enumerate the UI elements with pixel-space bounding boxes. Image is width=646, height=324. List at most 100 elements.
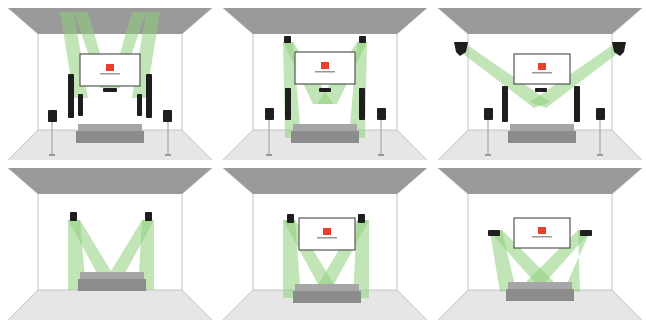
corner-edge <box>223 129 254 160</box>
sound-beam-right-down <box>317 220 369 286</box>
corner-edge <box>438 289 469 320</box>
brand-logo-icon <box>106 64 114 71</box>
corner-edge <box>396 129 427 160</box>
brand-logo-icon <box>538 227 546 234</box>
right-tower-speaker-icon <box>574 86 580 122</box>
sofa-icon <box>506 282 574 301</box>
ceiling <box>8 168 212 194</box>
sofa-seat <box>508 131 576 143</box>
screen-frame <box>513 217 571 249</box>
brand-logo-text <box>532 72 552 74</box>
sound-beam-right-floor <box>564 230 590 292</box>
left-surround-speaker-icon <box>265 108 274 120</box>
left-tower-speaker-icon <box>285 88 291 120</box>
sound-beam-right-floor <box>353 220 369 298</box>
left-tower-speaker-icon <box>68 74 74 118</box>
sound-beam-left-floor <box>490 230 516 292</box>
right-surround-speaker-icon <box>596 108 605 120</box>
room-illustration <box>438 168 642 320</box>
tv-screen <box>294 51 356 85</box>
corner-edge <box>611 8 642 35</box>
corner-edge <box>181 289 212 320</box>
corner-edge <box>181 129 212 160</box>
right-tower-speaker-icon <box>359 88 365 120</box>
corner-edge <box>8 129 39 160</box>
corner-edge <box>396 168 427 195</box>
sound-beam-right-down <box>102 220 154 286</box>
floor <box>223 130 427 160</box>
panel-1-upfiring-height-speakers <box>8 8 212 160</box>
sofa-back <box>510 124 574 132</box>
floor <box>438 130 642 160</box>
brand-logo-text <box>532 236 552 238</box>
right-wall-speaker-icon <box>580 230 592 236</box>
brand-logo-text <box>315 71 335 73</box>
floor <box>8 130 212 160</box>
corner-edge <box>223 289 254 320</box>
stand-base <box>378 154 384 156</box>
left-tower-speaker-icon <box>502 86 508 122</box>
ceiling <box>438 8 642 34</box>
right-front-speaker-icon <box>137 94 142 116</box>
sofa-back <box>293 124 357 132</box>
right-height-speaker-icon <box>145 212 152 221</box>
sofa-icon <box>293 284 361 303</box>
sofa-seat <box>76 131 144 143</box>
sofa-seat <box>78 279 146 291</box>
right-height-speaker-icon <box>359 36 366 43</box>
corner-edge <box>438 129 469 160</box>
sound-beam-left-floor <box>283 220 301 298</box>
corner-edge <box>438 8 469 35</box>
sofa-icon <box>508 124 576 143</box>
corner-edge <box>223 168 254 195</box>
left-height-speaker-icon <box>70 212 77 221</box>
corner-edge <box>8 289 39 320</box>
tv-screen <box>79 53 141 87</box>
sofa-back <box>295 284 359 292</box>
panel-2-front-height-speakers <box>223 8 427 160</box>
sofa-icon <box>291 124 359 143</box>
sofa-back <box>80 272 144 280</box>
right-surround-speaker-icon <box>377 108 386 120</box>
sofa-back <box>508 282 572 290</box>
panel-3-angled-corner-height-speakers <box>438 8 642 160</box>
left-front-speaker-icon <box>78 94 83 116</box>
center-speaker-icon <box>535 88 547 92</box>
right-surround-speaker-icon <box>163 110 172 122</box>
corner-edge <box>396 289 427 320</box>
stand-base <box>266 154 272 156</box>
corner-edge <box>181 168 212 195</box>
floor <box>8 290 212 320</box>
room-illustration <box>8 168 212 320</box>
corner-edge <box>8 8 39 35</box>
sofa-icon <box>76 124 144 143</box>
corner-edge <box>611 168 642 195</box>
corner-edge <box>181 8 212 35</box>
right-tower-speaker-icon <box>146 74 152 118</box>
right-height-speaker-icon <box>358 214 365 223</box>
brand-logo-icon <box>321 62 329 69</box>
tv-screen <box>298 217 356 251</box>
panel-4-rear-height-speakers-no-screen <box>8 168 212 320</box>
tv-screen <box>513 53 571 85</box>
room-illustration <box>438 8 642 160</box>
sofa-seat <box>506 289 574 301</box>
corner-edge <box>223 8 254 35</box>
ceiling <box>223 168 427 194</box>
brand-logo-icon <box>538 63 546 70</box>
floor <box>438 290 642 320</box>
sofa-seat <box>291 131 359 143</box>
sofa-seat <box>293 291 361 303</box>
center-speaker-icon <box>319 88 331 92</box>
corner-edge <box>438 168 469 195</box>
room-illustration <box>8 8 212 160</box>
panel-6-side-wall-height-speakers <box>438 168 642 320</box>
stand-base <box>485 154 491 156</box>
sofa-back <box>78 124 142 132</box>
right-corner-speaker-icon <box>612 42 626 56</box>
sofa-icon <box>78 272 146 291</box>
corner-edge <box>396 8 427 35</box>
floor <box>223 290 427 320</box>
tv-screen <box>513 217 571 249</box>
